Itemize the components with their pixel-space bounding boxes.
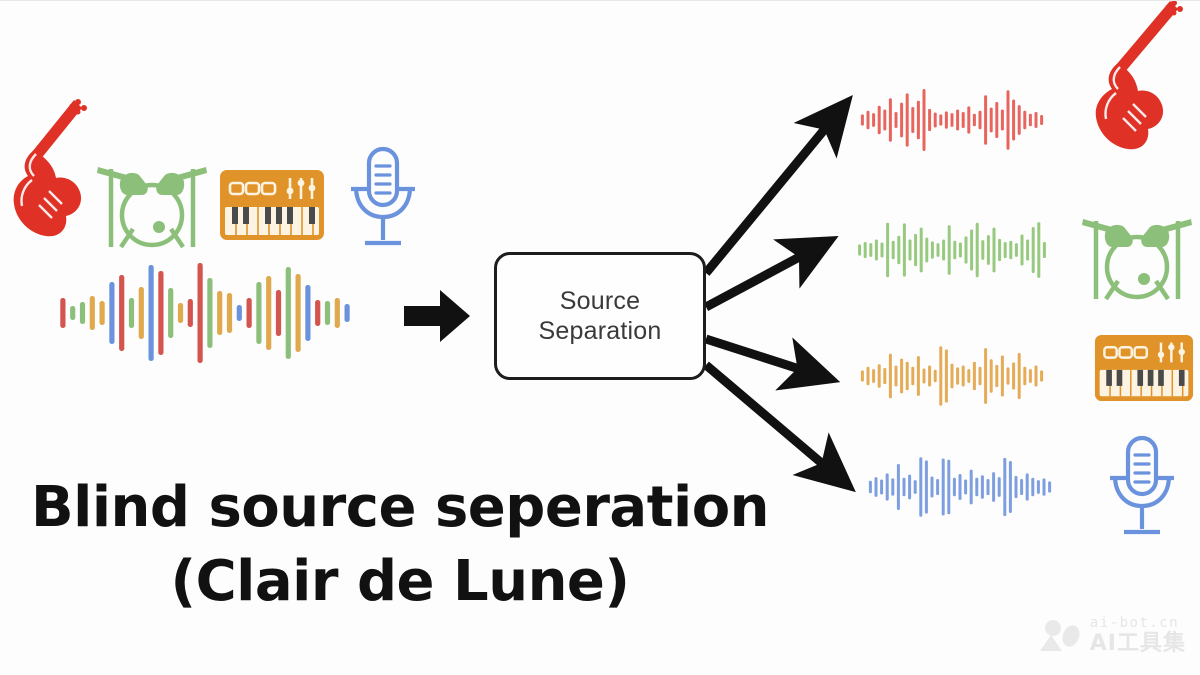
watermark-domain: ai-bot.cn bbox=[1089, 615, 1180, 631]
title-line-1: Blind source seperation bbox=[30, 475, 770, 540]
arrow-to-guitar bbox=[702, 94, 853, 276]
input-microphone-icon bbox=[345, 144, 421, 252]
input-guitar-icon bbox=[4, 96, 90, 246]
output-microphone-icon bbox=[1104, 433, 1180, 541]
vocals-waveform bbox=[860, 456, 1060, 518]
box-line-2: Separation bbox=[538, 317, 662, 345]
input-drums-icon bbox=[95, 143, 209, 253]
watermark: ai-bot.cn AI工具集 bbox=[1038, 616, 1186, 655]
watermark-logo-icon bbox=[1039, 619, 1080, 651]
output-drums-icon bbox=[1080, 195, 1194, 305]
watermark-brand: AI工具集 bbox=[1089, 631, 1186, 656]
mixed-waveform bbox=[55, 263, 355, 363]
box-line-1: Source bbox=[559, 286, 641, 315]
arrow-to-drums bbox=[703, 235, 839, 311]
guitar-waveform bbox=[852, 89, 1052, 151]
drums-waveform bbox=[852, 219, 1052, 281]
keyboard-waveform bbox=[852, 345, 1052, 407]
input-arrow bbox=[402, 287, 472, 345]
watermark-text: ai-bot.cn AI工具集 bbox=[1090, 616, 1186, 655]
arrow-to-keyboard bbox=[704, 334, 841, 391]
arrow-to-vocals bbox=[703, 361, 856, 493]
input-keyboard-icon bbox=[219, 169, 325, 241]
title-line-2: (Clair de Lune) bbox=[170, 549, 630, 615]
output-guitar-icon bbox=[1078, 1, 1188, 150]
output-keyboard-icon bbox=[1094, 334, 1194, 402]
source-separation-box[interactable]: Source Separation bbox=[494, 252, 706, 380]
page-title: Blind source seperation (Clair de Lune) bbox=[0, 471, 800, 620]
